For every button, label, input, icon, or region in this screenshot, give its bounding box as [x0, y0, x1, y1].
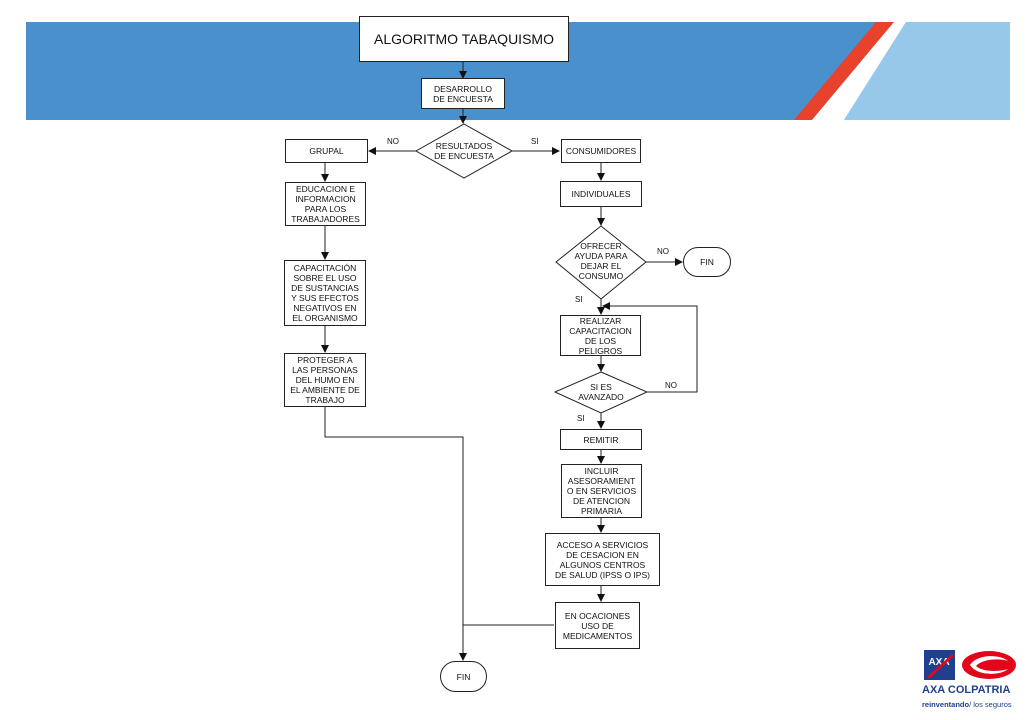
banner-white-stripe [812, 22, 906, 120]
banner-light-band [844, 22, 1010, 120]
edge-label-si-avanzado: SI [577, 414, 585, 423]
node-individuales: INDIVIDUALES [560, 181, 642, 207]
node-incluir: INCLUIR ASESORAMIENT O EN SERVICIOS DE A… [561, 464, 642, 518]
decision-ofrecer [555, 225, 647, 300]
logo-tagline: reinventando/ los seguros [922, 700, 1012, 709]
page-title: ALGORITMO TABAQUISMO [359, 16, 569, 62]
terminal-fin-top: FIN [683, 247, 731, 277]
edge-proteger-fin [324, 407, 467, 661]
logo-tagline-rest: / los seguros [969, 700, 1012, 709]
node-medicamentos: EN OCACIONES USO DE MEDICAMENTOS [555, 602, 640, 649]
node-desarrollo: DESARROLLO DE ENCUESTA [421, 78, 505, 109]
node-acceso: ACCESO A SERVICIOS DE CESACION EN ALGUNO… [545, 533, 660, 586]
axa-square-icon [924, 650, 955, 680]
node-educacion: EDUCACION E INFORMACION PARA LOS TRABAJA… [285, 182, 366, 226]
logo-brand: AXA COLPATRIA [922, 684, 1011, 696]
node-consumidores: CONSUMIDORES [561, 139, 641, 163]
edge-label-no-ofrecer: NO [657, 247, 669, 256]
node-grupal: GRUPAL [285, 139, 368, 163]
node-realizar: REALIZAR CAPACITACION DE LOS PELIGROS [560, 315, 641, 356]
decision-resultados [414, 123, 514, 179]
logo-tagline-bold: reinventando [922, 700, 970, 709]
axa-colpatria-logo: AXA AXA COLPATRIA reinventando/ los segu… [922, 648, 1022, 712]
svg-text:AXA: AXA [928, 657, 949, 668]
logo-mark: AXA [924, 650, 1016, 680]
decision-avanzado-label: SI ES AVANZADO [578, 382, 624, 402]
decision-ofrecer-label: OFRECER AYUDA PARA DEJAR EL CONSUMO [574, 241, 628, 281]
edge-avanzado-loop [602, 302, 698, 393]
decision-resultados-label: RESULTADOS DE ENCUESTA [434, 141, 494, 161]
axa-red-slash [926, 654, 954, 678]
node-capacitacion: CAPACITACIÓN SOBRE EL USO DE SUSTANCIAS … [284, 260, 366, 326]
edge-label-no: NO [387, 137, 399, 146]
node-proteger: PROTEGER A LAS PERSONAS DEL HUMO EN EL A… [284, 353, 366, 407]
node-remitir: REMITIR [560, 429, 642, 450]
banner-red-stripe [794, 22, 894, 120]
edge-label-si-ofrecer: SI [575, 295, 583, 304]
decision-avanzado [553, 371, 649, 414]
terminal-fin-bottom: FIN [440, 661, 487, 692]
edge-label-no-avanzado: NO [665, 381, 677, 390]
edge-label-si: SI [531, 137, 539, 146]
